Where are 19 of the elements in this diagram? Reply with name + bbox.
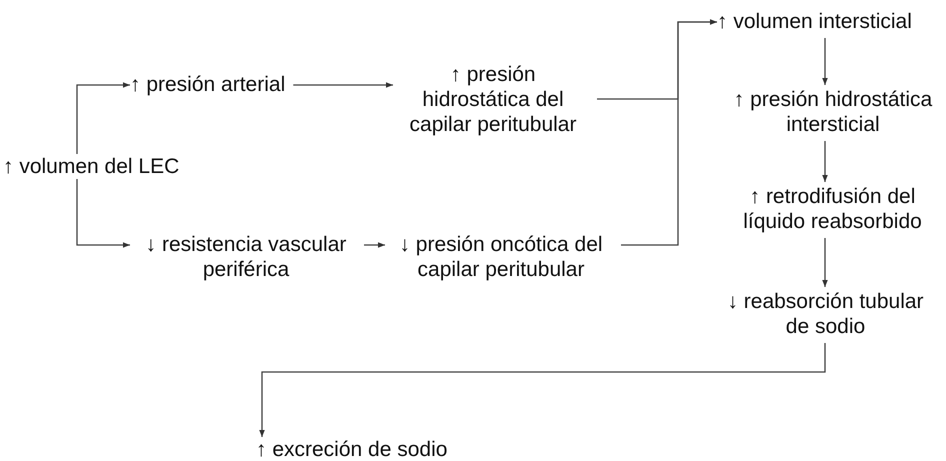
arrow <box>822 238 828 287</box>
arrow <box>822 141 828 182</box>
node-text: ↑ excreción de sodio <box>256 437 448 461</box>
arrow <box>259 343 826 437</box>
arrow <box>293 82 393 88</box>
node-text: ↑ volumen intersticial <box>717 9 912 34</box>
node-text: ↑ presión arterial <box>130 72 286 97</box>
node-text: ↓ presión oncótica del capilar peritubular <box>398 232 604 282</box>
node-text: ↑ presión hidrostática del capilar peritubular <box>408 62 578 137</box>
node-text: ↓ resistencia vascular periférica <box>144 232 348 282</box>
arrow <box>76 82 130 154</box>
arrow <box>76 179 130 248</box>
node-text: ↑ volumen del LEC <box>3 154 180 179</box>
arrow <box>364 242 385 248</box>
arrow <box>822 38 828 85</box>
node-text: ↑ presión hidrostática intersticial <box>732 87 934 137</box>
node-text: ↑ retrodifusión del líquido reabsorbido <box>742 184 923 234</box>
arrow <box>621 19 717 246</box>
node-text: ↓ reabsorción tubular de sodio <box>726 289 925 339</box>
